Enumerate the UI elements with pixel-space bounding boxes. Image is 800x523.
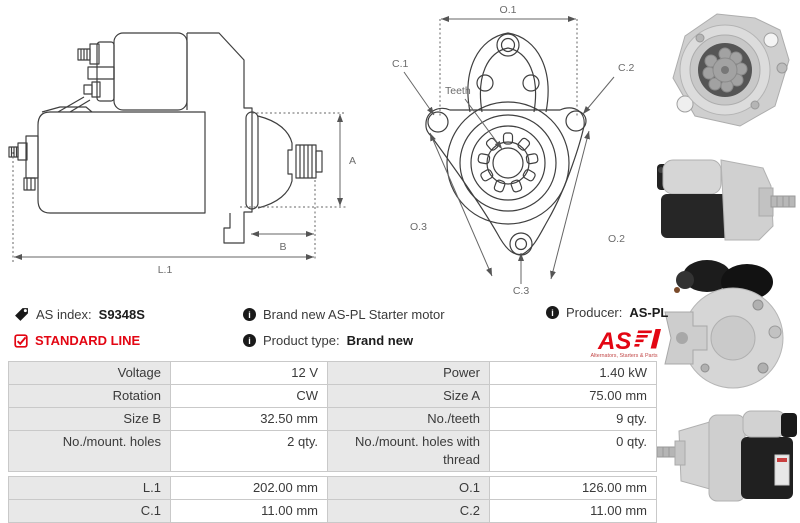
spec-value-cell: CW [170,384,328,408]
checkbox-checked-icon [14,333,28,348]
dim-label-c1: C.1 [392,58,409,70]
info-icon: i [243,334,256,347]
producer-row: i Producer: AS-PL [546,305,668,320]
spec-label-cell: C.1 [8,499,171,523]
spec-value-cell: 1.40 kW [489,361,657,385]
standard-line-badge: STANDARD LINE [35,333,141,348]
table-row: Voltage 12 V Power 1.40 kW [8,361,657,385]
spec-table-main: Voltage 12 V Power 1.40 kW Rotation CW S… [8,361,657,472]
dim-label-a: A [349,155,356,167]
standard-line-row: STANDARD LINE [14,333,140,348]
dim-label-o2: O.2 [608,233,625,245]
spec-label-cell: Power [327,361,490,385]
pinion-gear [477,132,539,193]
table-row: No./mount. holes 2 qty. No./mount. holes… [8,430,657,472]
dim-label-l1: L.1 [158,264,173,276]
motor-outline [8,32,323,244]
logo-tagline: Alternators, Starters & Parts [590,353,657,359]
spec-table-dimensions: L.1 202.00 mm O.1 126.00 mm C.1 11.00 mm… [8,476,657,523]
starter-photo-rear [664,260,784,389]
spec-label-cell: Size B [8,407,171,431]
product-type-label: Product type: [263,333,340,348]
dim-label-teeth: Teeth [445,85,471,97]
starter-photo-side-left [656,410,797,502]
starter-side-view-drawing: A B L.1 [8,32,356,276]
dim-label-c3: C.3 [513,285,530,297]
dim-label-o1: O.1 [500,4,517,16]
spec-label-cell: C.2 [327,499,490,523]
flange-outline [425,32,587,256]
spec-label-cell: L.1 [8,476,171,500]
producer-value: AS-PL [629,305,669,320]
spec-value-cell: 75.00 mm [489,384,657,408]
as-pl-logo: AS Alternators, Starters & Parts [590,328,662,359]
table-row: C.1 11.00 mm C.2 11.00 mm [8,499,657,523]
as-index-label: AS index: [36,307,92,322]
spec-label-cell: O.1 [327,476,490,500]
table-row: Rotation CW Size A 75.00 mm [8,384,657,408]
as-index-row: AS index: S9348S [14,307,145,322]
spec-value-cell: 11.00 mm [489,499,657,523]
info-icon: i [243,308,256,321]
dim-label-c2: C.2 [618,62,635,74]
spec-label-cell: Voltage [8,361,171,385]
starter-photo-front [672,13,790,127]
spec-value-cell: 32.50 mm [170,407,328,431]
dim-label-o3: O.3 [410,221,427,233]
logo-as-text: AS [597,328,631,355]
spec-table: Voltage 12 V Power 1.40 kW Rotation CW S… [8,361,657,523]
product-type-value: Brand new [346,333,414,348]
starter-front-view-drawing: O.1 C.1 C.2 Teeth O.3 O.2 C.3 [392,4,635,297]
spec-label-cell: No./teeth [327,407,490,431]
producer-label: Producer: [566,305,623,320]
brand-new-row: i Brand new AS-PL Starter motor [243,307,445,322]
tag-icon [15,308,28,321]
dimension-lines [403,16,615,284]
table-row: Size B 32.50 mm No./teeth 9 qty. [8,407,657,431]
dimension-lines [12,112,346,262]
spec-label-cell: No./mount. holes [8,430,171,472]
table-row: L.1 202.00 mm O.1 126.00 mm [8,476,657,500]
as-index-value: S9348S [98,307,145,322]
spec-label-cell: Size A [327,384,490,408]
spec-label-cell: No./mount. holes with thread [327,430,490,472]
spec-value-cell: 12 V [170,361,328,385]
product-type-row: i Product type: Brand new [243,333,413,348]
logo-speed-stripes [634,329,662,349]
spec-value-cell: 9 qty. [489,407,657,431]
dim-label-b: B [279,241,286,253]
brand-new-text: Brand new AS-PL Starter motor [263,307,445,322]
info-icon: i [546,306,559,319]
spec-value-cell: 202.00 mm [170,476,328,500]
starter-photo-side-right [657,159,796,241]
spec-value-cell: 0 qty. [489,430,657,472]
spec-value-cell: 11.00 mm [170,499,328,523]
spec-label-cell: Rotation [8,384,171,408]
spec-value-cell: 2 qty. [170,430,328,472]
spec-value-cell: 126.00 mm [489,476,657,500]
